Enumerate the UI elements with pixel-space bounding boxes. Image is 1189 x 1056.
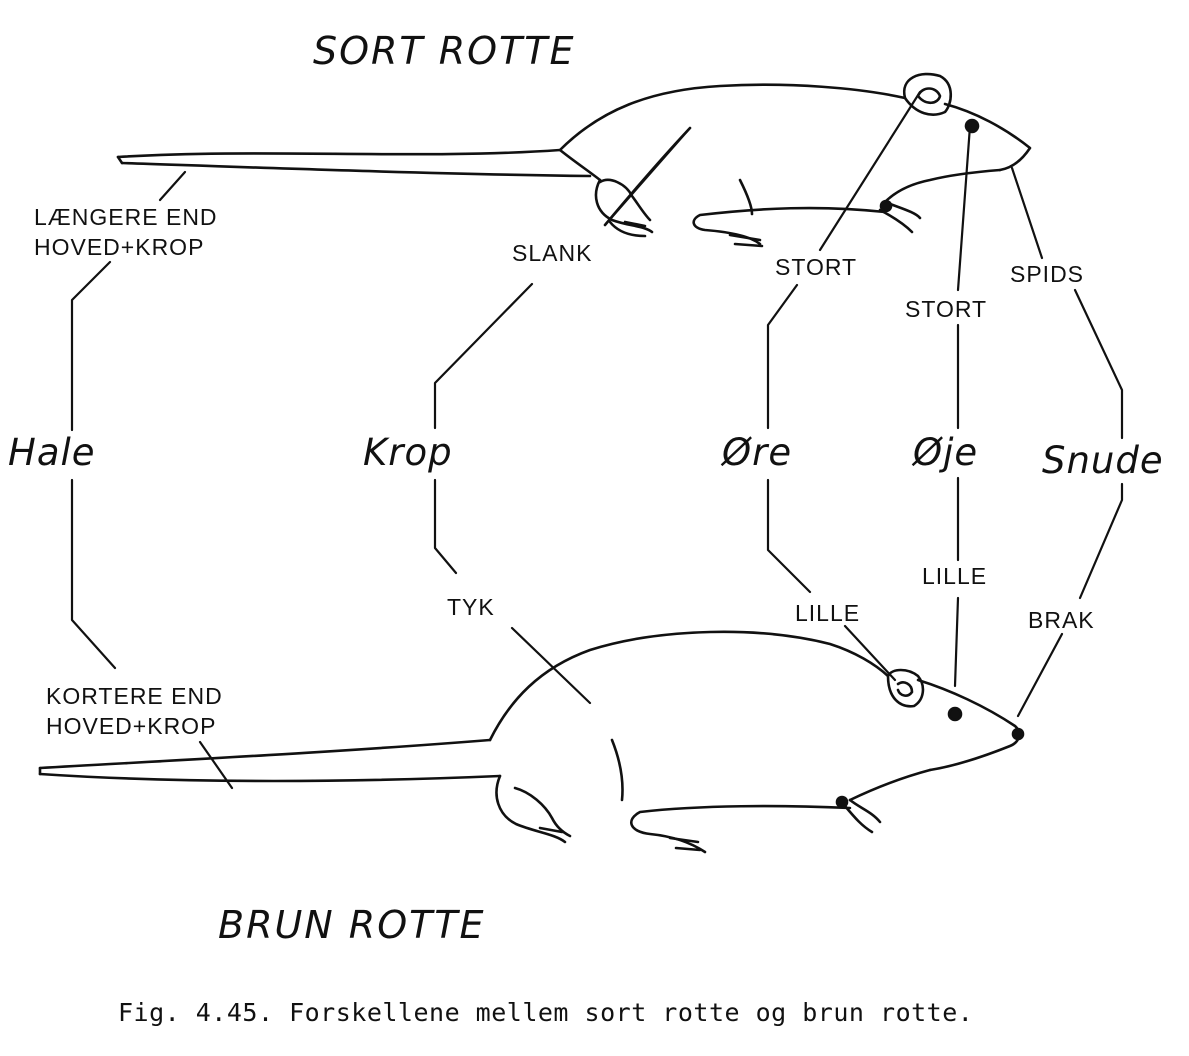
snout-connector-upper — [1073, 288, 1124, 440]
black-rat-eye-attribute: STORT — [905, 296, 988, 322]
black-rat-illustration — [116, 72, 1032, 248]
black-rat-shoulder — [738, 178, 754, 216]
tail-connector-lower — [70, 478, 117, 670]
title-black-rat: SORT ROTTE — [313, 29, 576, 73]
ear-connector-lower — [766, 478, 812, 594]
black-rat-snout-attribute: SPIDS — [1010, 261, 1085, 287]
body-connector-upper — [433, 282, 534, 430]
brown-rat-head — [916, 678, 1021, 772]
brown-rat-back — [488, 630, 890, 742]
body-connector-bottom — [510, 626, 592, 705]
brown-rat-tail-lower — [38, 772, 502, 783]
ear-connector-upper — [766, 283, 799, 430]
brown-rat-foot-marks — [538, 826, 702, 852]
brown-rat-body-attribute: TYK — [447, 594, 495, 620]
brown-rat-ear-inner — [896, 681, 914, 697]
ear-connector-top — [818, 90, 922, 252]
tail-connector-bottom — [198, 740, 234, 790]
eye-connector-bottom — [953, 596, 960, 688]
black-rat-front-paw-dot — [879, 199, 893, 213]
figure-caption: Fig. 4.45. Forskellene mellem sort rotte… — [118, 998, 974, 1027]
brown-rat-ear — [886, 668, 925, 708]
eye-connector-top — [956, 124, 972, 292]
black-rat-tail-attribute: LÆNGERE END HOVED+KROP — [34, 202, 218, 262]
black-rat-hind-foot — [598, 178, 652, 222]
category-eye: Øje — [913, 431, 979, 474]
brown-rat-tail-attribute: KORTERE END HOVED+KROP — [46, 681, 223, 741]
tail-connector-upper — [70, 260, 112, 432]
black-rat-eye — [964, 118, 980, 134]
snout-connector-top — [1010, 166, 1044, 260]
black-rat-chin — [883, 168, 1002, 204]
brown-rat-hind-foot — [513, 786, 572, 838]
black-rat-tail — [116, 148, 602, 182]
black-rat-tail-tip — [116, 155, 124, 165]
black-rat-ear-inner — [916, 87, 942, 105]
black-rat-body-attribute: SLANK — [512, 240, 593, 266]
black-rat-head — [943, 102, 1032, 172]
body-connector-lower — [433, 478, 458, 575]
black-rat-hind-leg — [594, 178, 654, 238]
black-rat-ear-attribute: STORT — [775, 254, 858, 280]
tail-connector-top — [158, 170, 187, 202]
brown-rat-flank — [610, 738, 624, 802]
brown-rat-hind-leg — [495, 774, 567, 844]
brown-rat-eye — [947, 706, 963, 722]
black-rat-belly — [692, 206, 887, 246]
body-connector-top — [603, 126, 692, 227]
black-rat-ear — [902, 72, 953, 116]
black-rat-foot-marks — [623, 220, 764, 248]
category-tail: Hale — [8, 431, 96, 474]
connector-lines — [70, 90, 1124, 790]
snout-connector-lower — [1078, 482, 1124, 600]
brown-rat-ear-attribute: LILLE — [795, 600, 861, 626]
snout-connector-bottom — [1016, 632, 1064, 718]
brown-rat-front-paw — [843, 798, 882, 834]
brown-rat-front-paw-dot — [835, 795, 849, 809]
brown-rat-nose — [1011, 727, 1025, 741]
category-body: Krop — [363, 431, 453, 474]
black-rat-back — [558, 83, 907, 152]
black-rat-tail-line2: HOVED+KROP — [34, 234, 205, 260]
brown-rat-tail — [38, 738, 492, 770]
black-rat-tail-line1: LÆNGERE END — [34, 204, 218, 230]
brown-rat-illustration — [38, 630, 1025, 854]
ear-connector-bottom — [843, 624, 897, 682]
brown-rat-chest — [848, 768, 932, 802]
title-brown-rat: BRUN ROTTE — [218, 903, 486, 947]
brown-rat-tail-line2: HOVED+KROP — [46, 713, 217, 739]
black-rat-tail-lower — [120, 161, 592, 178]
brown-rat-eye-attribute: LILLE — [922, 563, 988, 589]
brown-rat-snout-attribute: BRAK — [1028, 607, 1095, 633]
brown-rat-tail-line1: KORTERE END — [46, 683, 223, 709]
category-ear: Øre — [722, 431, 793, 474]
brown-rat-belly — [630, 804, 852, 854]
category-snout: Snude — [1042, 439, 1164, 482]
